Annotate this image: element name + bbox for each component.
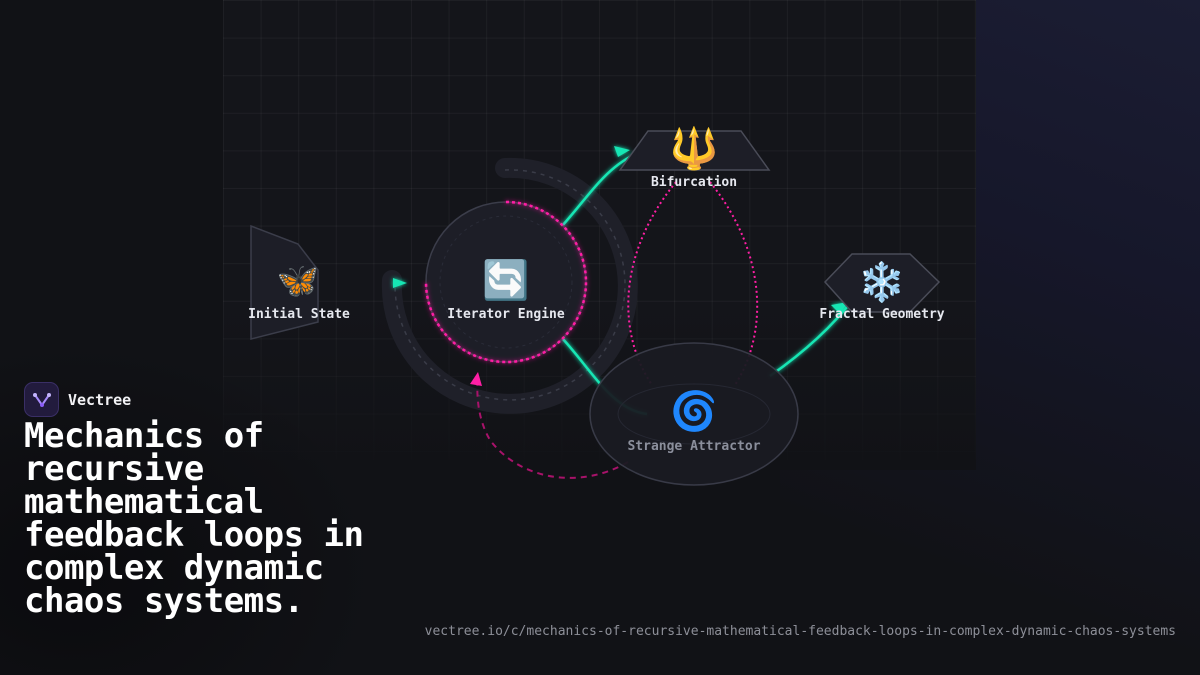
node-label-strange-attractor: Strange Attractor	[627, 439, 760, 454]
node-label-fractal-geometry: Fractal Geometry	[819, 307, 944, 322]
vector-tree-icon	[24, 382, 59, 417]
left-shadow	[0, 340, 380, 675]
edge-attractor-to-fractal	[769, 297, 855, 378]
brand-name: Vectree	[68, 390, 132, 409]
refresh-arrows-icon: 🔄	[482, 258, 529, 302]
edge-bifurcation-to-attractor-left	[627, 181, 677, 386]
page-url[interactable]: vectree.io/c/mechanics-of-recursive-math…	[424, 624, 1176, 639]
node-fractal-geometry[interactable]: ❄️ Fractal Geometry	[819, 253, 945, 322]
flow-arrowhead-bifurcation	[614, 146, 630, 157]
feedback-edges	[470, 181, 759, 479]
node-initial-state[interactable]: 🦋 Initial State	[248, 224, 350, 340]
brand[interactable]: Vectree	[24, 382, 131, 417]
page-title: Mechanics of recursive mathematical feed…	[24, 416, 364, 621]
feedback-arrowhead	[470, 372, 482, 386]
trident-icon: 🔱	[669, 125, 719, 172]
node-label-initial-state: Initial State	[248, 307, 350, 322]
node-strange-attractor[interactable]: 🌀 Strange Attractor	[589, 342, 799, 486]
spiral-icon: 🌀	[670, 388, 717, 433]
edge-bifurcation-to-attractor-right	[709, 181, 759, 386]
node-label-bifurcation: Bifurcation	[651, 175, 737, 190]
node-iterator-engine[interactable]: 🔄 Iterator Engine	[424, 200, 588, 364]
node-bifurcation[interactable]: 🔱 Bifurcation	[618, 125, 771, 190]
snowflake-icon: ❄️	[858, 260, 905, 304]
butterfly-icon: 🦋	[277, 261, 319, 301]
node-label-iterator-engine: Iterator Engine	[447, 307, 565, 322]
flow-arrowhead-fractal	[831, 302, 848, 314]
flow-arrowhead-iterator	[393, 278, 407, 288]
